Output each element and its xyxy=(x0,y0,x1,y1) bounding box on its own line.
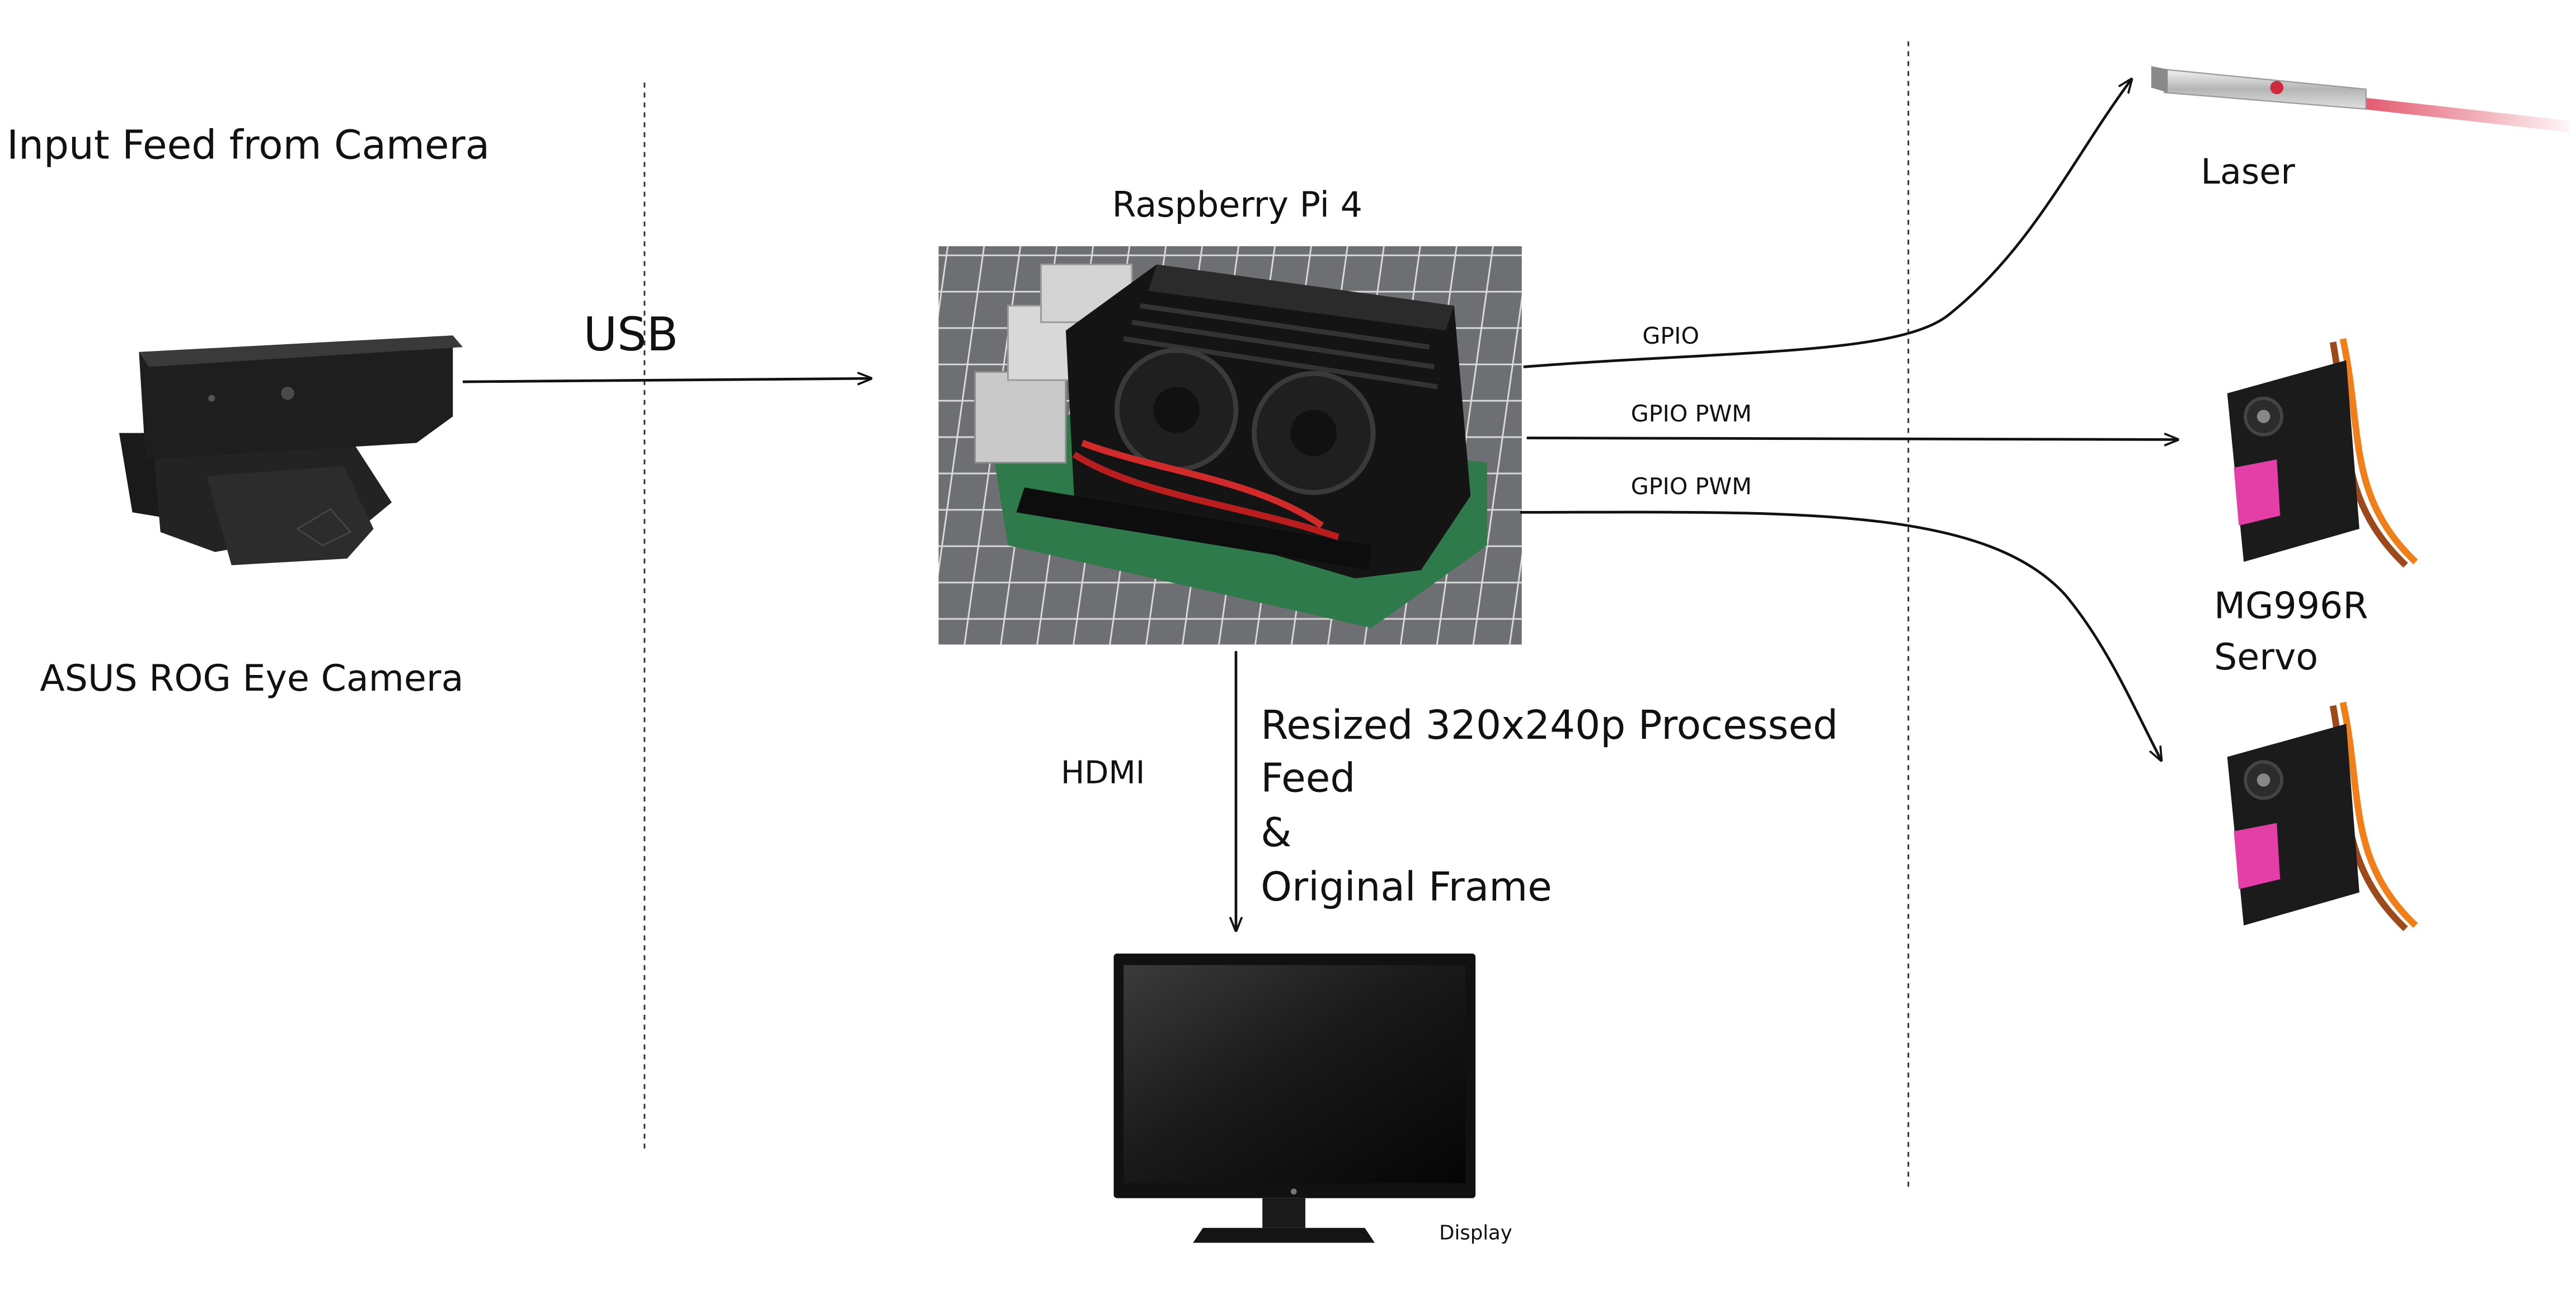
servo-label-line1: MG996R xyxy=(2214,585,2368,627)
hdmi-label: HDMI xyxy=(1061,755,1145,791)
feed-label-line1: Resized 320x240p Processed xyxy=(1261,702,1838,748)
laser-image xyxy=(2151,66,2569,133)
gpio-pwm-servo1-arrow xyxy=(1526,438,2178,439)
feed-label-line4: Original Frame xyxy=(1261,864,1552,910)
gpio-label: GPIO xyxy=(1642,322,1699,349)
display-label: Display xyxy=(1439,1222,1512,1245)
raspberry-pi-image xyxy=(938,246,1522,645)
usb-arrow xyxy=(463,378,871,382)
gpio-laser-arrow xyxy=(1523,79,2132,368)
input-feed-label: Input Feed from Camera xyxy=(7,121,490,168)
servo-1-image xyxy=(2227,338,2418,568)
gpio-pwm-label-2: GPIO PWM xyxy=(1631,473,1752,500)
servo-2-image xyxy=(2227,701,2418,931)
camera-label: ASUS ROG Eye Camera xyxy=(40,658,463,700)
servo-label-line2: Servo xyxy=(2214,636,2318,678)
gpio-pwm-servo2-arrow xyxy=(1520,510,2161,760)
feed-label-line3: & xyxy=(1261,809,1291,856)
laser-label: Laser xyxy=(2201,151,2295,192)
raspberry-pi-label: Raspberry Pi 4 xyxy=(1112,184,1363,225)
gpio-pwm-label-1: GPIO PWM xyxy=(1631,400,1752,427)
usb-label: USB xyxy=(584,308,679,362)
display-image xyxy=(1113,953,1476,1243)
camera-image xyxy=(119,335,463,565)
feed-label-line2: Feed xyxy=(1261,754,1355,801)
